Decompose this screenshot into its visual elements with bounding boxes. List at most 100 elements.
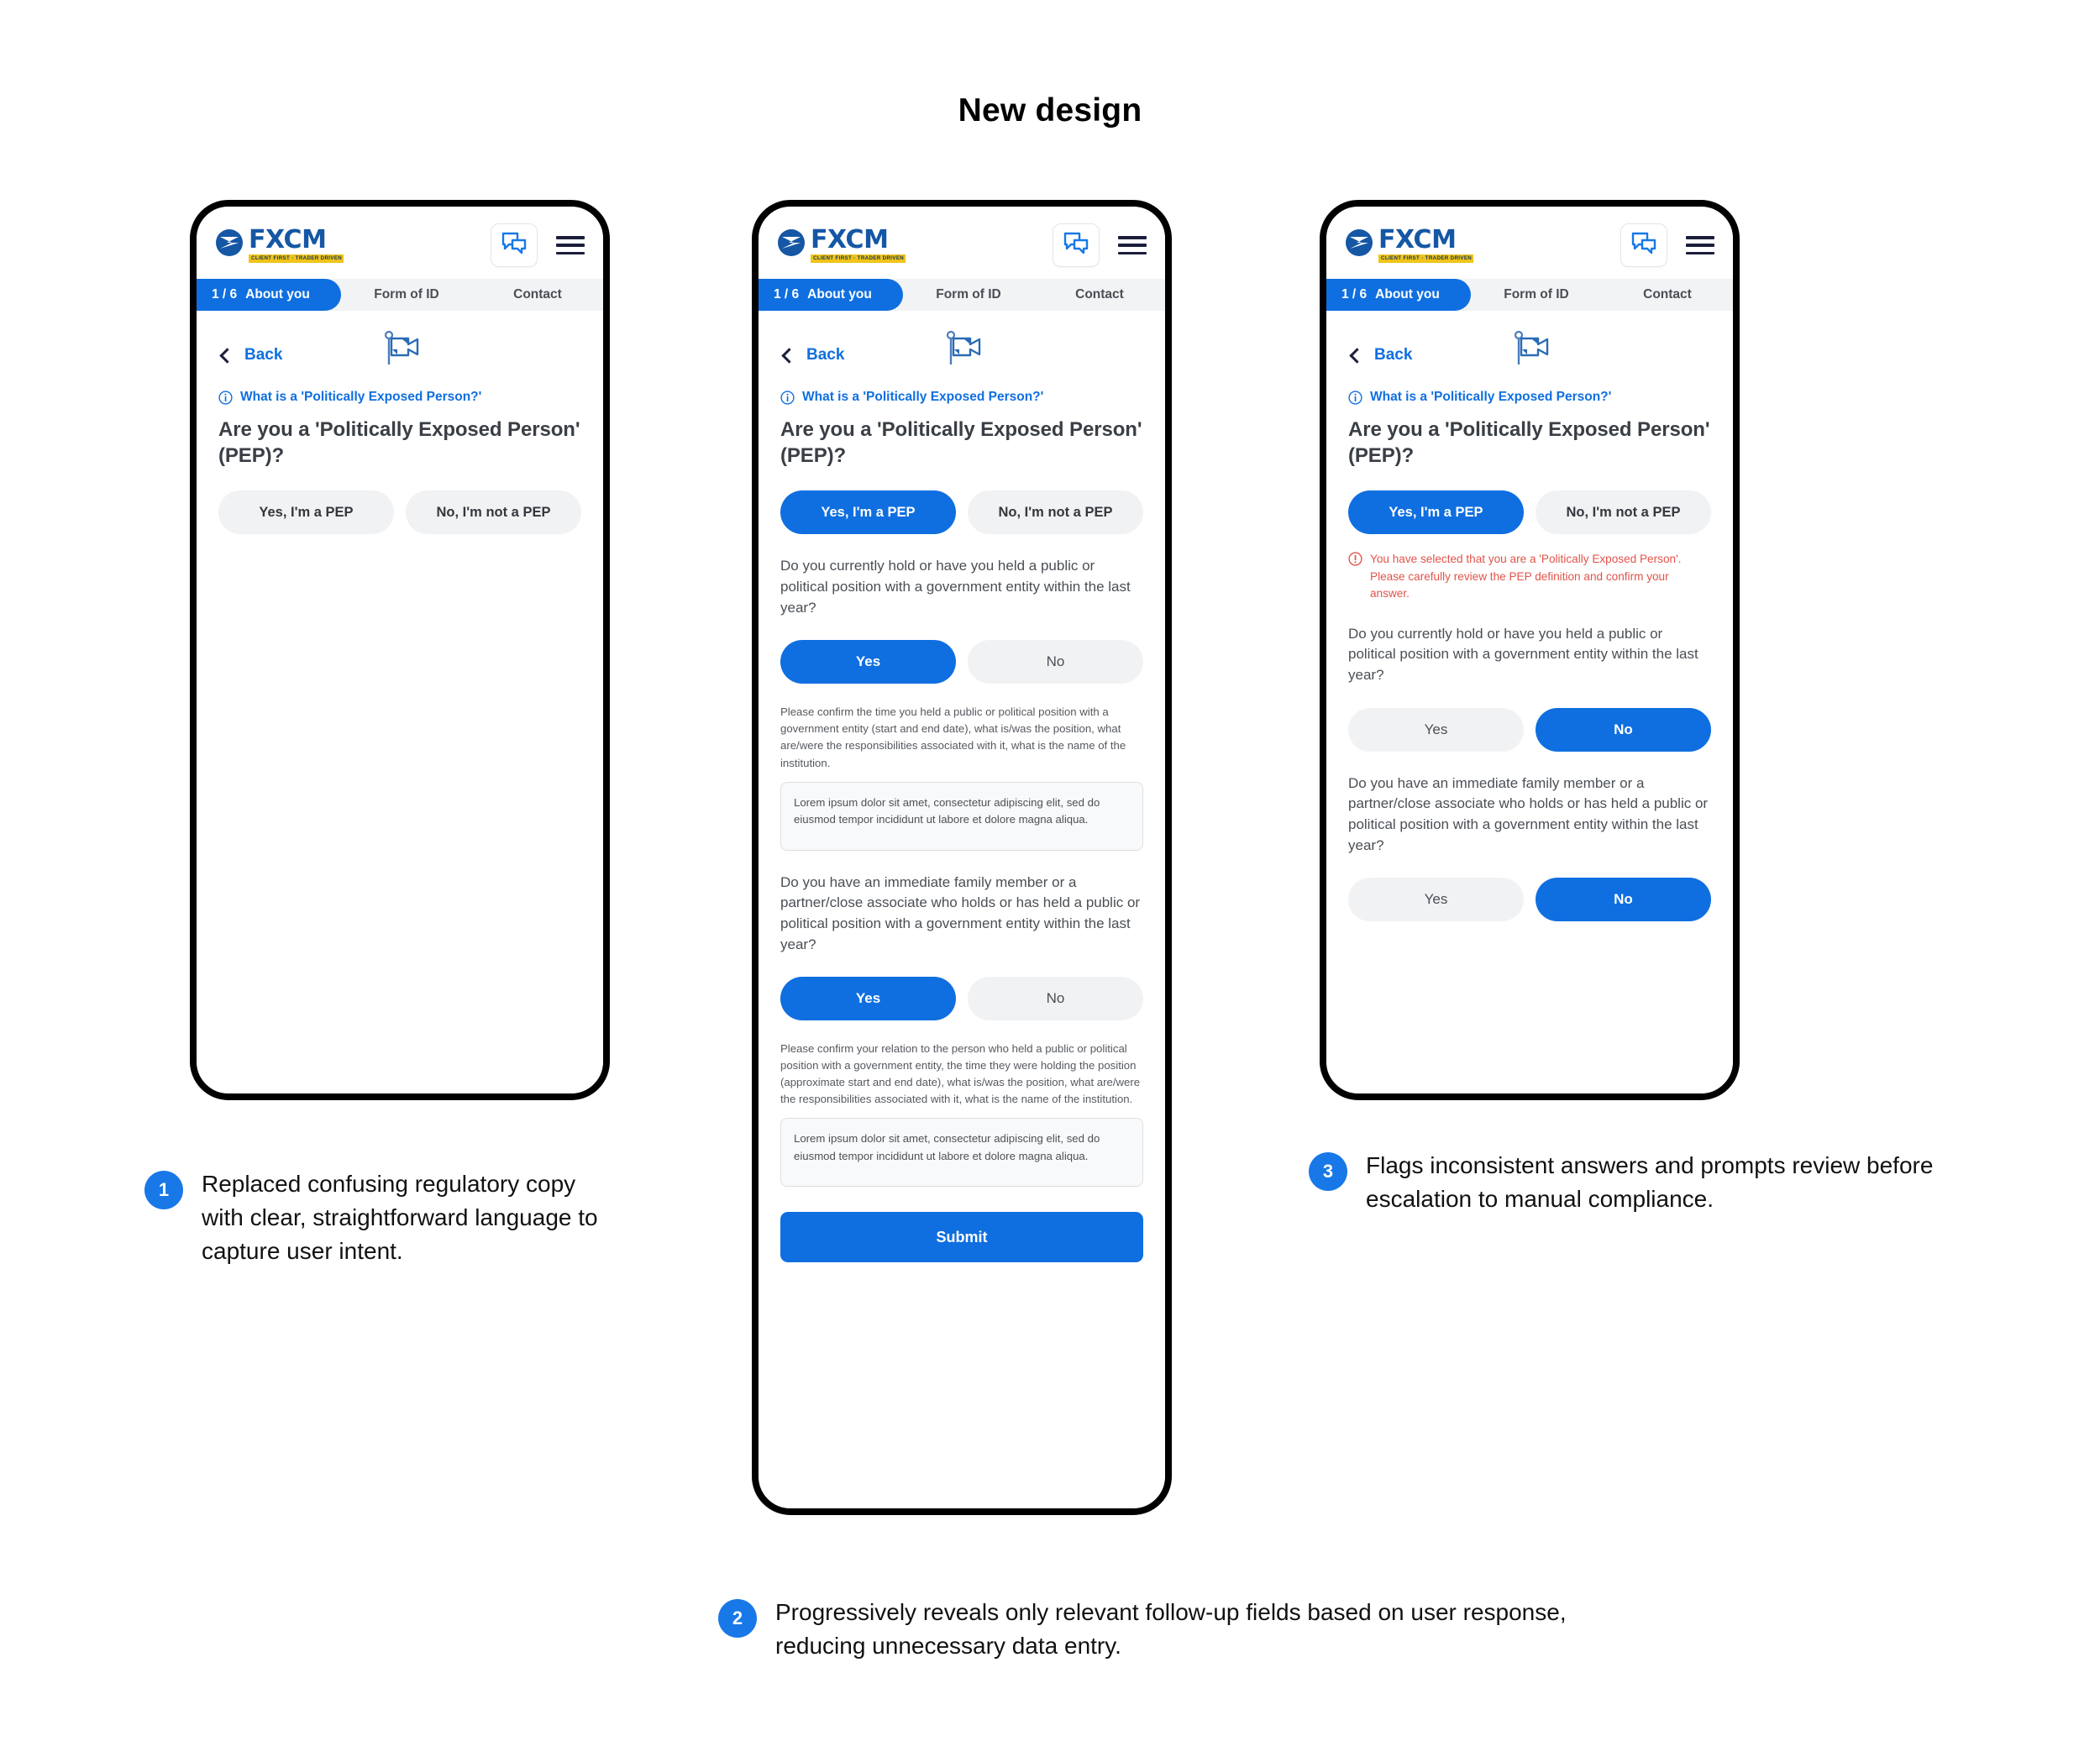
chat-bubbles-icon (501, 232, 527, 260)
app-header: FXCM CLIENT FIRST · TRADER DRIVEN (197, 207, 603, 279)
hint-self-details: Please confirm the time you held a publi… (780, 705, 1126, 769)
tab-form-of-id[interactable]: Form of ID (341, 279, 472, 311)
family-yes-button[interactable]: Yes (780, 977, 956, 1021)
header-actions (1620, 223, 1714, 267)
back-button[interactable]: Back (218, 346, 282, 364)
tab-about-you[interactable]: 1 / 6 About you (759, 279, 903, 311)
chat-button[interactable] (1053, 223, 1100, 267)
pep-definition-label: What is a 'Politically Exposed Person?' (802, 390, 1044, 404)
answer-row-family: Yes No (780, 977, 1143, 1021)
fxcm-logo-wordmark: FXCM (249, 225, 327, 255)
tab-contact[interactable]: Contact (1034, 279, 1165, 311)
tab-contact[interactable]: Contact (1602, 279, 1733, 311)
annotation-number: 1 (144, 1171, 183, 1209)
alert-circle-icon (1348, 552, 1362, 571)
family-no-button[interactable]: No (968, 977, 1143, 1021)
family-no-button[interactable]: No (1536, 878, 1711, 922)
pep-definition-link[interactable]: What is a 'Politically Exposed Person?' (780, 390, 1143, 409)
fxcm-logo-mark-icon (777, 228, 806, 257)
tab-label: About you (245, 287, 310, 302)
tab-label: Contact (1075, 287, 1124, 302)
pep-definition-link[interactable]: What is a 'Politically Exposed Person?' (218, 390, 581, 409)
pep-definition-link[interactable]: What is a 'Politically Exposed Person?' (1348, 390, 1711, 409)
step-tabbar: 1 / 6 About you Form of ID Contact (1326, 279, 1733, 311)
answer-row-family: Yes No (1348, 878, 1711, 922)
family-details-textarea[interactable]: Lorem ipsum dolor sit amet, consectetur … (780, 1118, 1143, 1188)
tab-about-you[interactable]: 1 / 6 About you (1326, 279, 1471, 311)
hint-family-details: Please confirm your relation to the pers… (780, 1042, 1141, 1106)
submit-button[interactable]: Submit (780, 1212, 1143, 1263)
annotation-text: Progressively reveals only relevant foll… (775, 1599, 1567, 1659)
self-yes-button[interactable]: Yes (1348, 707, 1524, 752)
pep-yes-button[interactable]: Yes, I'm a PEP (1348, 490, 1524, 535)
back-row: Back (1348, 311, 1711, 383)
pep-answer-row: Yes, I'm a PEP No, I'm not a PEP (1348, 490, 1711, 535)
tab-label: Form of ID (936, 287, 1001, 302)
tab-label: Contact (513, 287, 562, 302)
screen-body: Back (759, 311, 1165, 1291)
self-yes-button[interactable]: Yes (780, 640, 956, 684)
back-row: Back (218, 311, 581, 383)
fxcm-logo-tagline: CLIENT FIRST · TRADER DRIVEN (811, 254, 906, 263)
pep-yes-button[interactable]: Yes, I'm a PEP (780, 490, 956, 535)
back-button[interactable]: Back (780, 346, 844, 364)
tab-form-of-id[interactable]: Form of ID (1471, 279, 1602, 311)
question-self-position: Do you currently hold or have you held a… (1348, 625, 1698, 684)
phone-mockup-1: FXCM CLIENT FIRST · TRADER DRIVEN (190, 200, 610, 1100)
pep-definition-label: What is a 'Politically Exposed Person?' (240, 390, 482, 404)
pep-no-button[interactable]: No, I'm not a PEP (968, 490, 1143, 535)
tab-about-you[interactable]: 1 / 6 About you (197, 279, 341, 311)
fxcm-logo-mark-icon (1345, 228, 1373, 257)
fxcm-logo-wordmark: FXCM (1378, 225, 1457, 255)
fxcm-logo: FXCM CLIENT FIRST · TRADER DRIVEN (215, 225, 344, 263)
chat-bubbles-icon (1063, 232, 1089, 260)
screen-2: FXCM CLIENT FIRST · TRADER DRIVEN (759, 207, 1165, 1508)
flag-icon (940, 328, 984, 375)
pep-yes-button[interactable]: Yes, I'm a PEP (218, 490, 394, 535)
page-question-title: Are you a 'Politically Exposed Person' (… (1348, 418, 1710, 467)
tab-step-count: 1 / 6 (212, 287, 238, 302)
tab-label: About you (807, 287, 872, 302)
page-question-title: Are you a 'Politically Exposed Person' (… (218, 418, 580, 467)
self-details-textarea[interactable]: Lorem ipsum dolor sit amet, consectetur … (780, 781, 1143, 851)
step-tabbar: 1 / 6 About you Form of ID Contact (197, 279, 603, 311)
fxcm-logo-tagline: CLIENT FIRST · TRADER DRIVEN (1378, 254, 1474, 263)
self-no-button[interactable]: No (968, 640, 1143, 684)
chat-bubbles-icon (1631, 232, 1656, 260)
pep-no-button[interactable]: No, I'm not a PEP (1536, 490, 1711, 535)
tab-contact[interactable]: Contact (472, 279, 603, 311)
chevron-left-icon (1349, 347, 1365, 364)
page-title: New design (958, 92, 1142, 128)
screen-body: Back (197, 311, 603, 535)
back-label: Back (244, 346, 283, 364)
info-circle-icon (218, 391, 233, 409)
answer-row-self: Yes No (1348, 707, 1711, 752)
info-circle-icon (1348, 391, 1362, 409)
pep-answer-row: Yes, I'm a PEP No, I'm not a PEP (780, 490, 1143, 535)
hamburger-menu-icon[interactable] (1686, 234, 1714, 256)
family-yes-button[interactable]: Yes (1348, 878, 1524, 922)
app-header: FXCM CLIENT FIRST · TRADER DRIVEN (759, 207, 1165, 279)
annotation-number: 3 (1309, 1152, 1347, 1191)
back-row: Back (780, 311, 1143, 383)
pep-answer-row: Yes, I'm a PEP No, I'm not a PEP (218, 490, 581, 535)
hamburger-menu-icon[interactable] (1118, 234, 1147, 256)
phone-mockup-2: FXCM CLIENT FIRST · TRADER DRIVEN (752, 200, 1172, 1515)
screen-body: Back (1326, 311, 1733, 922)
header-actions (1053, 223, 1147, 267)
chat-button[interactable] (491, 223, 538, 267)
flag-icon (378, 328, 422, 375)
phone-mockup-3: FXCM CLIENT FIRST · TRADER DRIVEN (1320, 200, 1740, 1100)
back-button[interactable]: Back (1348, 346, 1412, 364)
pep-definition-label: What is a 'Politically Exposed Person?' (1370, 390, 1612, 404)
tab-form-of-id[interactable]: Form of ID (903, 279, 1034, 311)
self-no-button[interactable]: No (1536, 707, 1711, 752)
annotation-number: 2 (718, 1599, 757, 1638)
chat-button[interactable] (1620, 223, 1667, 267)
pep-no-button[interactable]: No, I'm not a PEP (406, 490, 581, 535)
flag-icon (1508, 328, 1551, 375)
annotation-1: 1 Replaced confusing regulatory copy wit… (144, 1167, 615, 1267)
hamburger-menu-icon[interactable] (556, 234, 585, 256)
screen-1: FXCM CLIENT FIRST · TRADER DRIVEN (197, 207, 603, 1093)
question-self-position: Do you currently hold or have you held a… (780, 558, 1131, 616)
